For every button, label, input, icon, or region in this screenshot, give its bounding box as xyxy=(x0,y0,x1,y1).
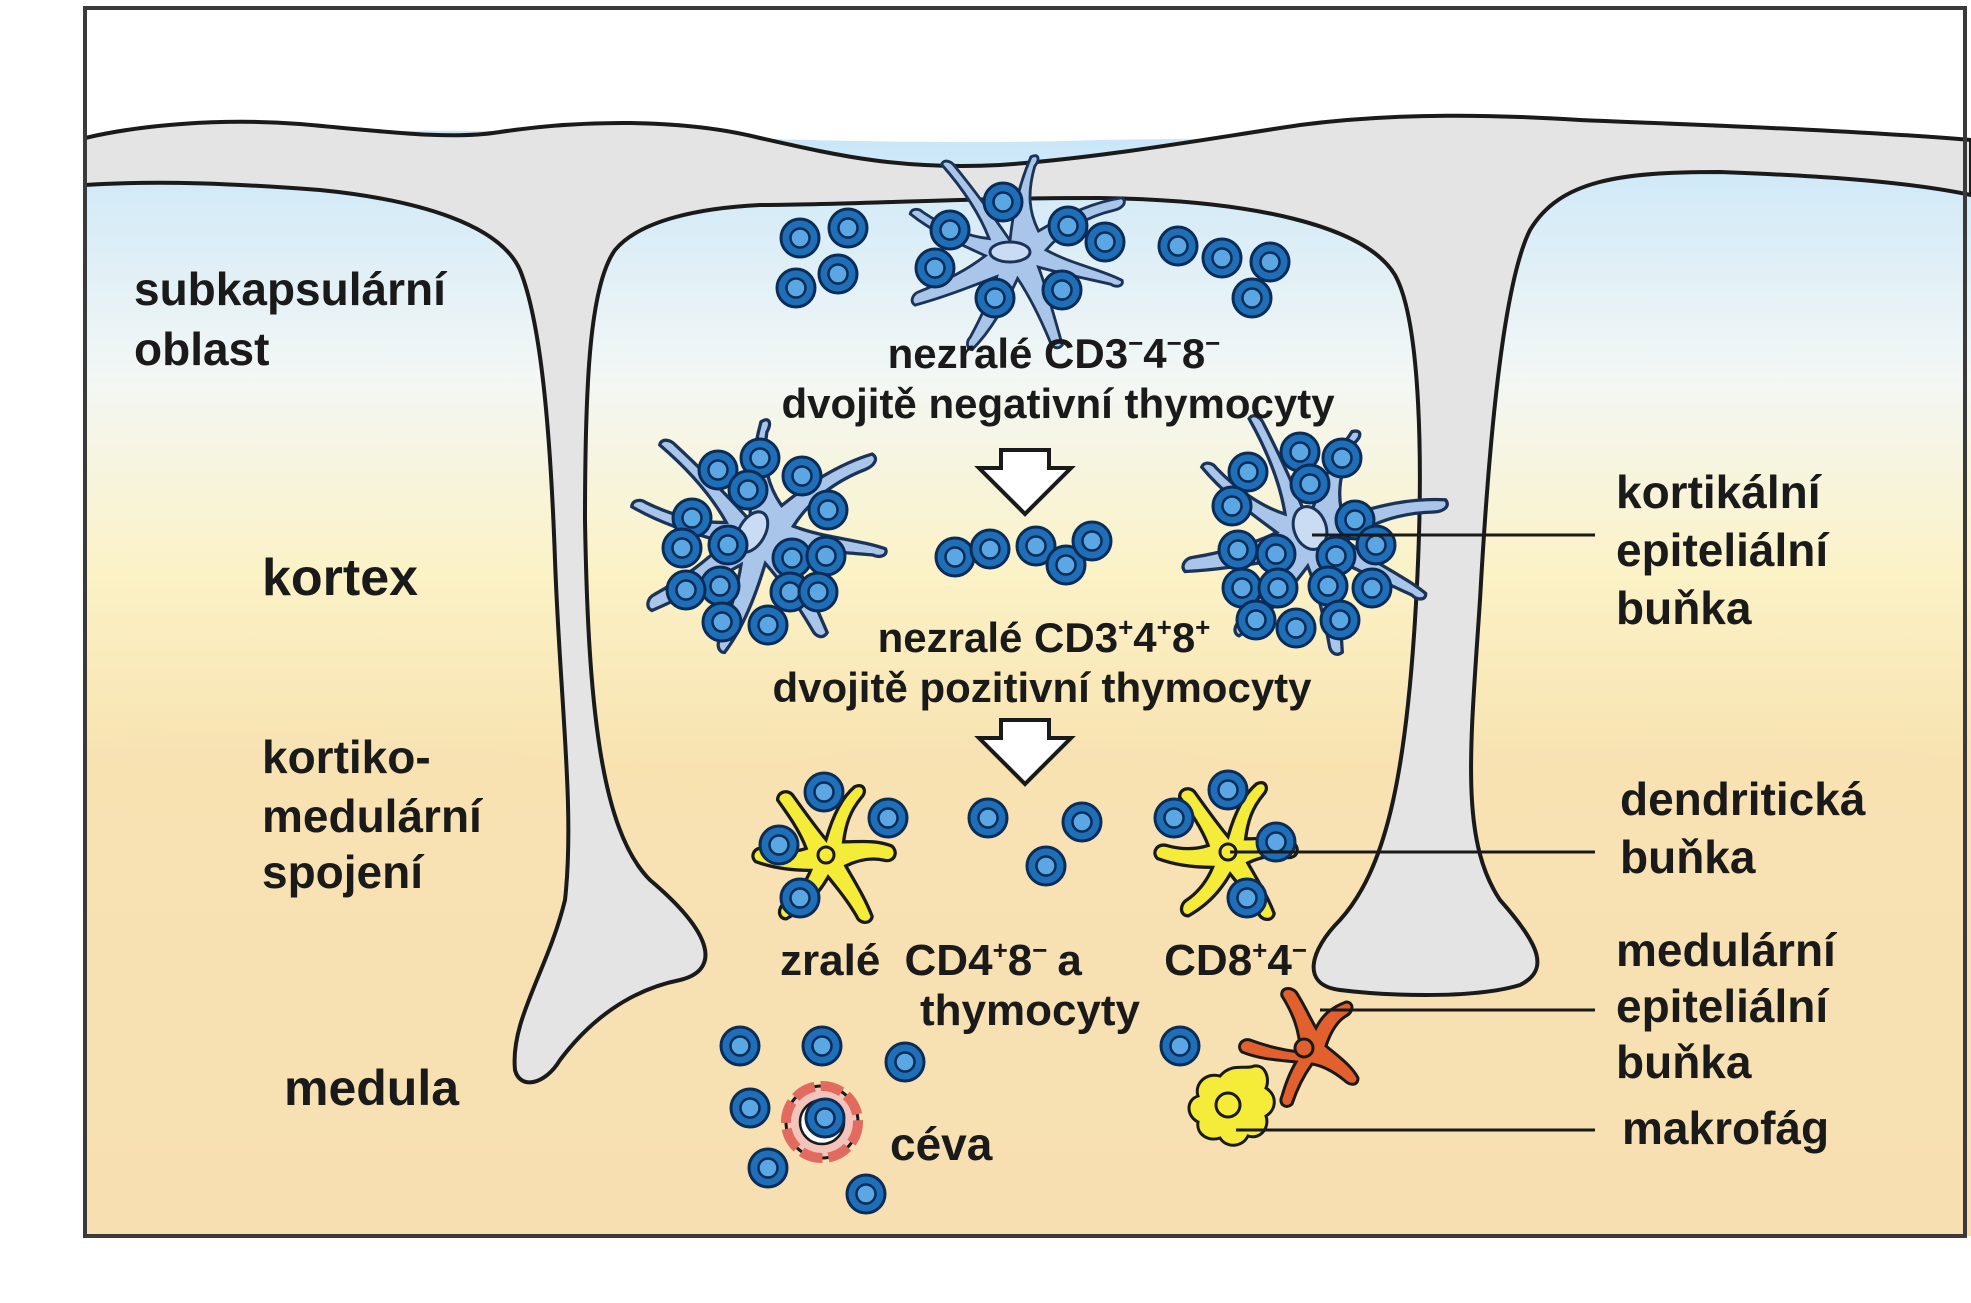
region-labels: subkapsulární oblast kortex kortiko- med… xyxy=(134,263,484,1116)
stage-label-single-positive: thymocyty xyxy=(920,986,1141,1035)
region-label-medulla: medula xyxy=(284,1060,460,1116)
region-label-junction: kortiko- xyxy=(262,731,431,783)
label-blood-vessel: céva xyxy=(890,1118,993,1170)
label-medullary-epithelial-cell: buňka xyxy=(1616,1036,1752,1088)
stage-label-double-negative: dvojitě negativní thymocyty xyxy=(781,380,1335,427)
label-cortical-epithelial-cell: buňka xyxy=(1616,582,1752,634)
medullary-epithelial-cell-icon xyxy=(1238,987,1360,1108)
region-label-subcapsular: subkapsulární xyxy=(134,263,448,315)
cortical-epithelial-cell-top xyxy=(908,154,1126,352)
capsule-septum xyxy=(85,113,1971,1085)
stage-labels: nezralé CD3−4−8− dvojitě negativní thymo… xyxy=(772,328,1335,1035)
region-label-junction: spojení xyxy=(262,846,425,898)
region-label-subcapsular: oblast xyxy=(134,323,269,375)
stage-label-double-negative: nezralé CD3−4−8− xyxy=(888,328,1221,377)
stage-label-double-positive: dvojitě pozitivní thymocyty xyxy=(772,664,1312,711)
diagram-frame xyxy=(83,6,1967,1238)
region-label-cortex: kortex xyxy=(262,549,418,607)
stage-label-double-positive: nezralé CD3+4+8+ xyxy=(878,612,1211,661)
stage-label-single-positive: zralé CD4+8−a CD8+4− xyxy=(780,935,1307,985)
label-macrophage: makrofág xyxy=(1622,1102,1829,1154)
cell-labels: kortikální epiteliální buňka dendritická… xyxy=(890,466,1866,1170)
region-label-junction: medulární xyxy=(262,790,484,842)
label-medullary-epithelial-cell: epiteliální xyxy=(1616,980,1830,1032)
label-dendritic-cell: buňka xyxy=(1620,831,1756,883)
label-cortical-epithelial-cell: kortikální xyxy=(1616,466,1823,518)
label-dendritic-cell: dendritická xyxy=(1620,773,1866,825)
label-medullary-epithelial-cell: medulární xyxy=(1616,924,1838,976)
label-cortical-epithelial-cell: epiteliální xyxy=(1616,524,1830,576)
